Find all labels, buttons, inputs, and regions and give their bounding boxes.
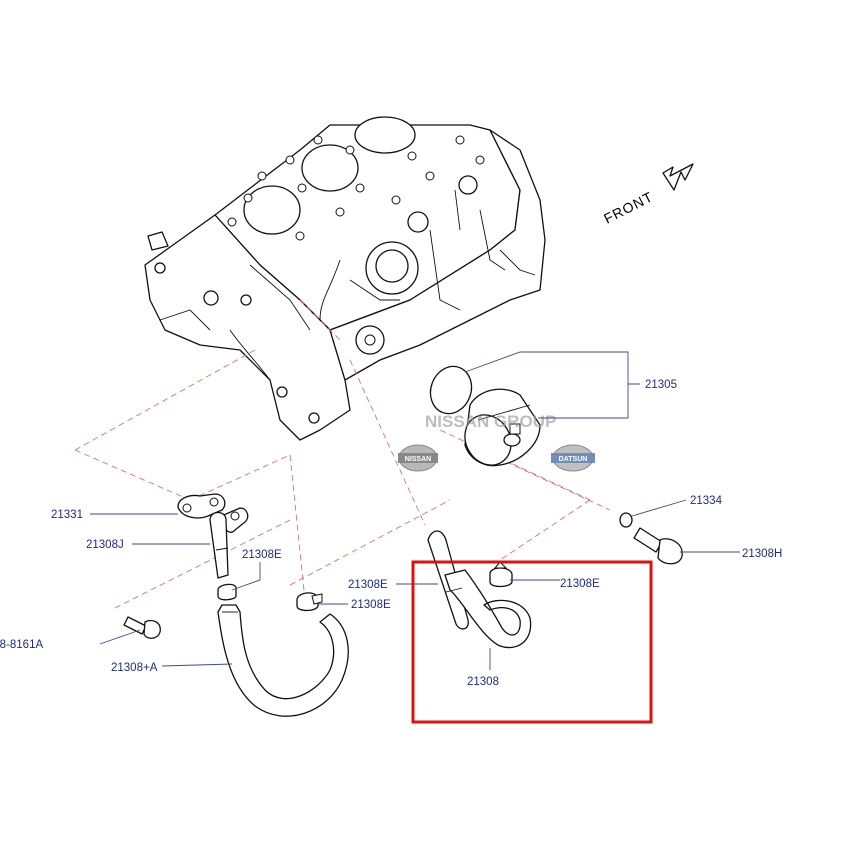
- pipe-21308J: [209, 507, 249, 579]
- watermark-text: NISSAN GROUP: [425, 412, 556, 431]
- label-21308E-box-left: 21308E: [348, 579, 388, 591]
- clamp-21308E-left: [217, 583, 237, 601]
- oil-cooler-21305: [429, 365, 541, 467]
- engine-block-illustration: [144, 116, 546, 441]
- leader-lines: [90, 351, 740, 670]
- hose-21308A: [217, 604, 349, 717]
- o-ring-21334: [619, 512, 633, 528]
- label-21308E-top: 21308E: [242, 549, 282, 561]
- front-arrow-icon: [662, 163, 694, 191]
- hose-21308: [427, 530, 532, 649]
- bolt-8161A: [123, 616, 161, 639]
- label-8161A: A8-8161A: [0, 639, 43, 651]
- label-21308A: 21308+A: [111, 662, 158, 674]
- label-21308E-box-right: 21308E: [560, 578, 600, 590]
- label-21305: 21305: [645, 379, 677, 391]
- clamp-21308E-right: [489, 561, 513, 588]
- assembly-guide-lines: [74, 299, 611, 609]
- nissan-badge: NISSAN: [398, 444, 438, 472]
- label-21334: 21334: [690, 495, 723, 507]
- label-21308H: 21308H: [742, 548, 782, 560]
- front-direction-label: FRONT: [601, 188, 656, 226]
- clamp-21308E-middle: [296, 592, 323, 612]
- part-labels: 21305 21334 21308H 21331 21308J 21308E 2…: [0, 379, 782, 688]
- label-21331: 21331: [51, 509, 83, 521]
- highlight-box: [411, 560, 653, 724]
- datsun-badge-text: DATSUN: [559, 456, 588, 463]
- label-21308: 21308: [467, 676, 499, 688]
- gasket-21331: [177, 493, 226, 519]
- bolt-21308H: [633, 527, 683, 565]
- label-21308E-mid: 21308E: [351, 599, 391, 611]
- label-21308J: 21308J: [86, 539, 124, 551]
- datsun-badge: DATSUN: [551, 444, 595, 472]
- nissan-badge-text: NISSAN: [405, 456, 431, 463]
